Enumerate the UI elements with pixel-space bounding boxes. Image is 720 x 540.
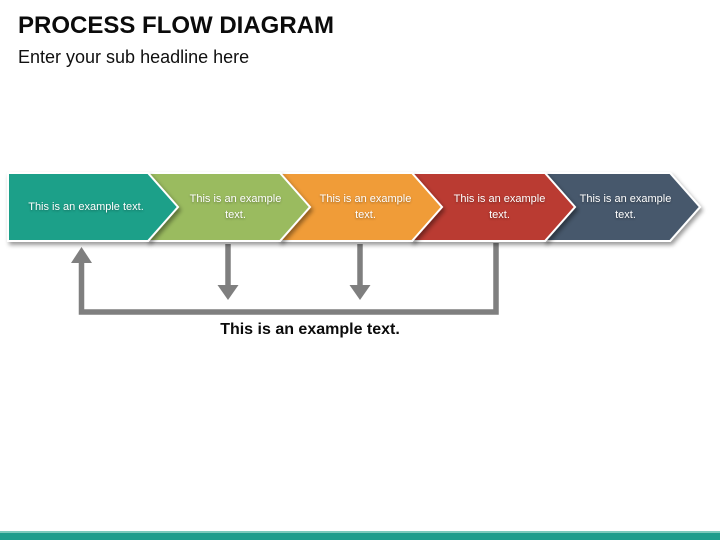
page-title: PROCESS FLOW DIAGRAM — [18, 12, 334, 39]
footer-accent-bar — [0, 531, 720, 540]
loop-caption: This is an example text. — [220, 321, 400, 338]
arrowhead-down-icon — [349, 285, 371, 300]
down-arrow-1 — [217, 244, 239, 300]
arrowhead-up-icon — [71, 247, 92, 263]
feedback-loop-arrow — [71, 243, 499, 315]
down-arrow-2 — [349, 244, 371, 300]
arrowhead-down-icon — [217, 285, 239, 300]
slide-subtitle: Enter your sub headline here — [18, 47, 250, 67]
step-chevron-1 — [7, 172, 180, 242]
